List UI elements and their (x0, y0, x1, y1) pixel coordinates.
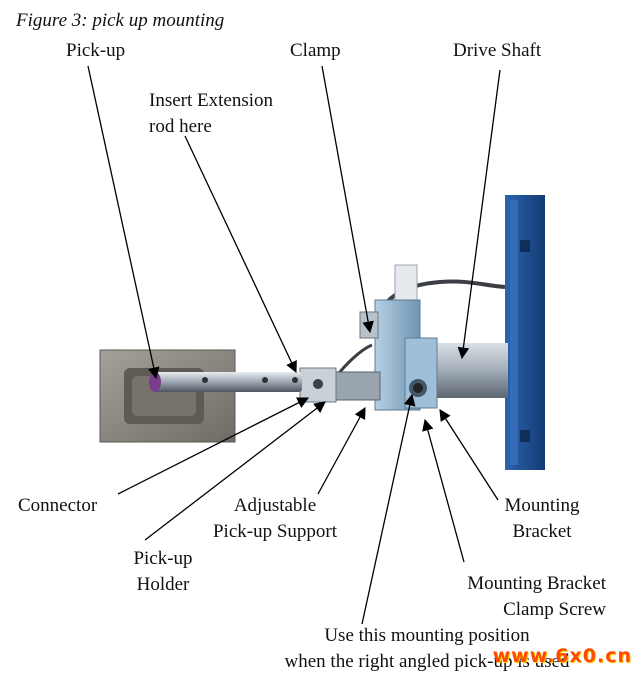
label-use-line2: when the right angled pick-up is used (284, 651, 570, 672)
label-screw-line2: Clamp Screw (503, 599, 606, 620)
label-bracket-line2: Bracket (512, 521, 572, 542)
label-connector: Connector (18, 495, 98, 516)
label-mounting-bracket: Mounting Bracket (492, 493, 592, 545)
leader-adjustable-support (317, 406, 366, 495)
specimen-plate (99, 349, 236, 443)
label-use-position: Use this mounting position when the righ… (262, 623, 592, 675)
leader-use-position (361, 393, 416, 625)
label-clamp: Clamp (290, 40, 341, 61)
label-holder-line2: Holder (136, 574, 190, 595)
leader-clamp (321, 65, 374, 334)
leader-clamp-screw (422, 418, 465, 563)
label-pickup: Pick-up (66, 40, 126, 61)
pickup-rod (149, 372, 302, 392)
leader-connector (117, 397, 310, 495)
leader-lines (87, 65, 501, 625)
label-use-line1: Use this mounting position (324, 625, 530, 646)
label-adjustable-support: Adjustable Pick-up Support (200, 493, 350, 545)
label-support-line1: Adjustable (233, 495, 317, 516)
label-insert-line1: Insert Extension (149, 90, 274, 111)
leader-pickup-holder (144, 401, 326, 541)
label-holder-line1: Pick-up (133, 548, 193, 569)
label-insert-line2: rod here (149, 116, 212, 137)
label-insert-extension: Insert Extension rod here (149, 88, 273, 140)
leader-drive-shaft (457, 69, 501, 360)
leader-insert-extension (184, 135, 297, 374)
label-screw-line1: Mounting Bracket (467, 573, 606, 594)
label-drive-shaft: Drive Shaft (453, 40, 542, 61)
drive-unit-box (505, 195, 545, 470)
label-support-line2: Pick-up Support (212, 521, 338, 542)
figure-caption: Figure 3: pick up mounting (16, 10, 225, 31)
leader-mounting-bracket (439, 409, 499, 501)
mounting-bracket (359, 264, 438, 411)
site-watermark: www.6x0.cn (492, 645, 632, 667)
leader-pickup (87, 65, 160, 380)
label-bracket-line1: Mounting (504, 495, 580, 516)
label-pickup-holder: Pick-up Holder (118, 546, 208, 598)
label-clamp-screw: Mounting Bracket Clamp Screw (430, 571, 606, 623)
pickup-holder (299, 367, 381, 403)
